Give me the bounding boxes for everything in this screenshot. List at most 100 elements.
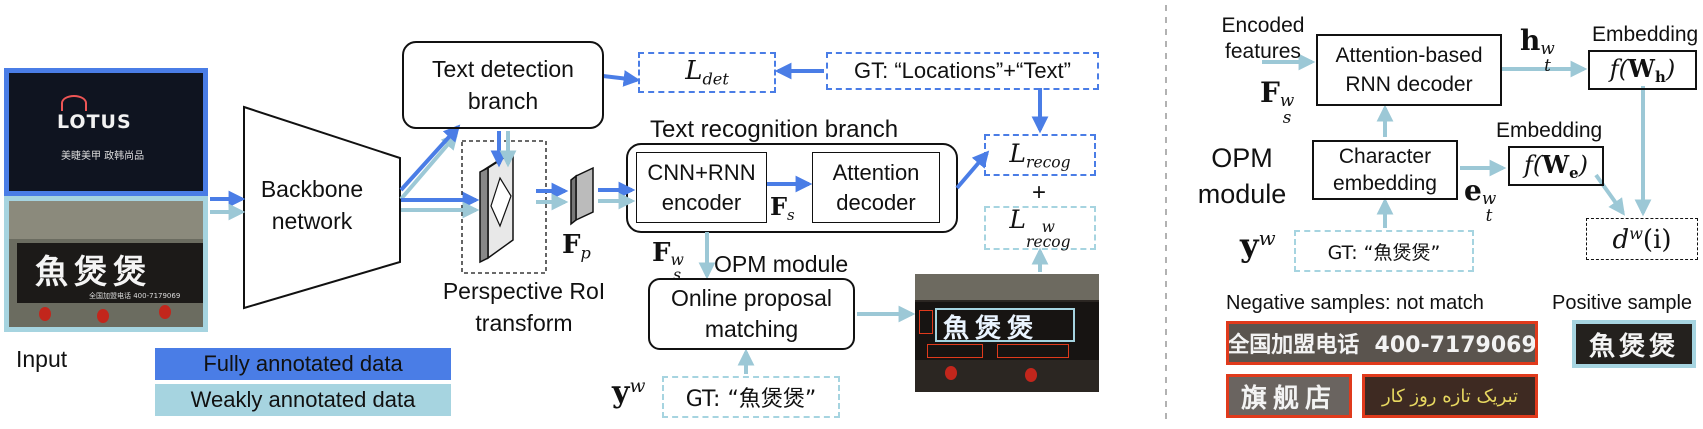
input-full-sign-text: LOTUS <box>57 111 132 133</box>
negative-sample-2-text: 旗舰店 <box>1240 383 1337 414</box>
gt-weak-text-right: GT: “魚煲煲” <box>1327 241 1441 264</box>
feature-fp-label: Fp <box>562 230 591 263</box>
gt-weak-text-left: GT: “魚煲煲” <box>685 387 817 412</box>
character-embedding-box: Character embedding <box>1312 140 1458 200</box>
arrow-fwe-to-dwi <box>1594 173 1625 216</box>
char-embedding-line-1: Character <box>1338 145 1432 168</box>
arrow-recognition-to-lrecog <box>955 150 990 190</box>
negative-sample-3-text: ﺗﺒﺮﯾﮏ ﺗﺎﺯﻩ ﺭﻭﺯ ﻛﺎﺭ <box>1381 385 1519 407</box>
input-photo-fully-annotated: LOTUS 美睫美甲 政韩尚品 <box>4 68 208 196</box>
distance-dwi-box: dw(i) <box>1586 218 1698 260</box>
encoder-line-1: CNN+RNN <box>647 159 756 185</box>
proposal-box <box>919 310 933 334</box>
encoded-features-line-2: features <box>1225 40 1301 63</box>
building-facade <box>915 274 1099 300</box>
negative-sample-2: 旗舰店 <box>1226 374 1352 418</box>
encoded-features-line-1: Encoded <box>1221 14 1305 37</box>
opm-right-line-2: module <box>1197 179 1287 209</box>
input-full-sub-text: 美睫美甲 政韩尚品 <box>61 151 145 162</box>
online-proposal-matching-box: Online proposal matching <box>648 278 855 350</box>
perspective-roi-label: Perspective RoI transform <box>432 278 616 336</box>
embedding-fwe-box: f(We) <box>1508 146 1604 186</box>
loss-detection-box: Ldet <box>638 52 776 93</box>
decoder-line-2: decoder <box>836 189 916 215</box>
embedding-fwh-symbol: f(Wh) <box>1609 53 1676 87</box>
input-label: Input <box>16 346 68 372</box>
perspective-roi-line-1: Perspective RoI <box>442 278 606 304</box>
attention-decoder-box: Attention decoder <box>812 152 940 223</box>
text-detection-line-2: branch <box>467 88 539 114</box>
matched-proposal-photo: 魚煲煲 <box>915 274 1099 392</box>
text-detection-branch-box: Text detection branch <box>402 41 604 129</box>
feature-fs-label: Fs <box>770 192 795 225</box>
lantern-icon <box>97 309 109 323</box>
negative-sample-3: ﺗﺒﺮﯾﮏ ﺗﺎﺯﻩ ﺭﻭﺯ ﻛﺎﺭ <box>1362 374 1538 418</box>
loss-recog-symbol: Lrecog <box>1009 138 1071 172</box>
gt-locations-text: GT: “Locations”+“Text” <box>853 58 1071 83</box>
lotus-logo-icon <box>61 95 87 111</box>
feature-map-slab-small <box>570 166 594 226</box>
perspective-roi-region <box>461 140 547 274</box>
backbone-line-2: network <box>271 208 353 234</box>
loss-recog-box: Lrecog <box>984 134 1096 176</box>
loss-detection-symbol: Ldet <box>685 56 729 89</box>
sign-board <box>17 243 203 303</box>
lantern-icon <box>1025 368 1037 382</box>
opm-module-label: OPM module <box>714 251 849 277</box>
backbone-network-shape <box>243 105 401 310</box>
negative-samples-label: Negative samples: not match <box>1226 292 1484 314</box>
opm-line-1: Online proposal <box>670 285 833 311</box>
arrow-backbone-to-detection-weak <box>399 132 459 201</box>
negative-sample-1-text: 全国加盟电话 400-7179069 <box>1227 333 1537 358</box>
label-yw-right: yw <box>1240 225 1276 264</box>
embedding-mid-label: Embedding <box>1496 119 1603 142</box>
proposal-box <box>927 344 983 358</box>
lantern-icon <box>945 366 957 380</box>
attention-rnn-decoder-box: Attention-based RNN decoder <box>1316 34 1502 106</box>
legend-fully-annotated: Fully annotated data <box>155 348 451 380</box>
proposal-box <box>997 344 1069 358</box>
legend-weakly-annotated: Weakly annotated data <box>155 384 451 416</box>
embedding-fwe-symbol: f(We) <box>1523 149 1589 183</box>
opm-right-line-1: OPM <box>1211 143 1273 173</box>
gt-weak-box-left: GT: “魚煲煲” <box>662 376 840 418</box>
matched-photo-text: 魚煲煲 <box>943 314 1040 344</box>
plus-sign: + <box>1032 179 1047 206</box>
lantern-icon <box>39 307 51 321</box>
opm-module-right-label: OPM module <box>1188 140 1296 212</box>
building-facade <box>9 201 203 239</box>
input-weak-sub-text: 全国加盟电话 400-7179069 <box>89 292 181 300</box>
encoder-line-2: encoder <box>661 189 742 215</box>
distance-dwi-symbol: dw(i) <box>1612 223 1672 255</box>
input-photo-weakly-annotated: 魚煲煲 全国加盟电话 400-7179069 <box>4 196 208 332</box>
opm-line-2: matching <box>704 316 799 342</box>
backbone-network-label: Backbone network <box>252 176 372 234</box>
matched-box-highlight <box>935 308 1075 342</box>
cnn-rnn-encoder-box: CNN+RNN encoder <box>636 152 767 223</box>
positive-sample: 魚煲煲 <box>1572 320 1696 368</box>
negative-sample-1: 全国加盟电话 400-7179069 <box>1226 321 1538 365</box>
backbone-line-1: Backbone <box>260 176 364 202</box>
gt-weak-box-right: GT: “魚煲煲” <box>1294 230 1474 272</box>
arrow-detection-to-ldet <box>602 70 641 87</box>
decoder-line-1: Attention <box>832 159 920 185</box>
gt-locations-text-box: GT: “Locations”+“Text” <box>826 52 1099 90</box>
encoded-features-label: Encoded features <box>1218 13 1308 65</box>
positive-sample-text: 魚煲煲 <box>1588 331 1679 362</box>
attn-rnn-line-2: RNN decoder <box>1345 73 1473 96</box>
text-detection-line-1: Text detection <box>432 56 574 82</box>
attn-rnn-line-1: Attention-based <box>1335 44 1483 67</box>
char-embedding-line-2: embedding <box>1333 172 1437 195</box>
positive-sample-label: Positive sample <box>1552 292 1693 314</box>
lantern-icon <box>159 305 171 319</box>
embedding-top-label: Embedding <box>1592 23 1699 46</box>
feature-map-slab-large <box>479 150 514 264</box>
perspective-roi-line-2: transform <box>475 310 573 336</box>
